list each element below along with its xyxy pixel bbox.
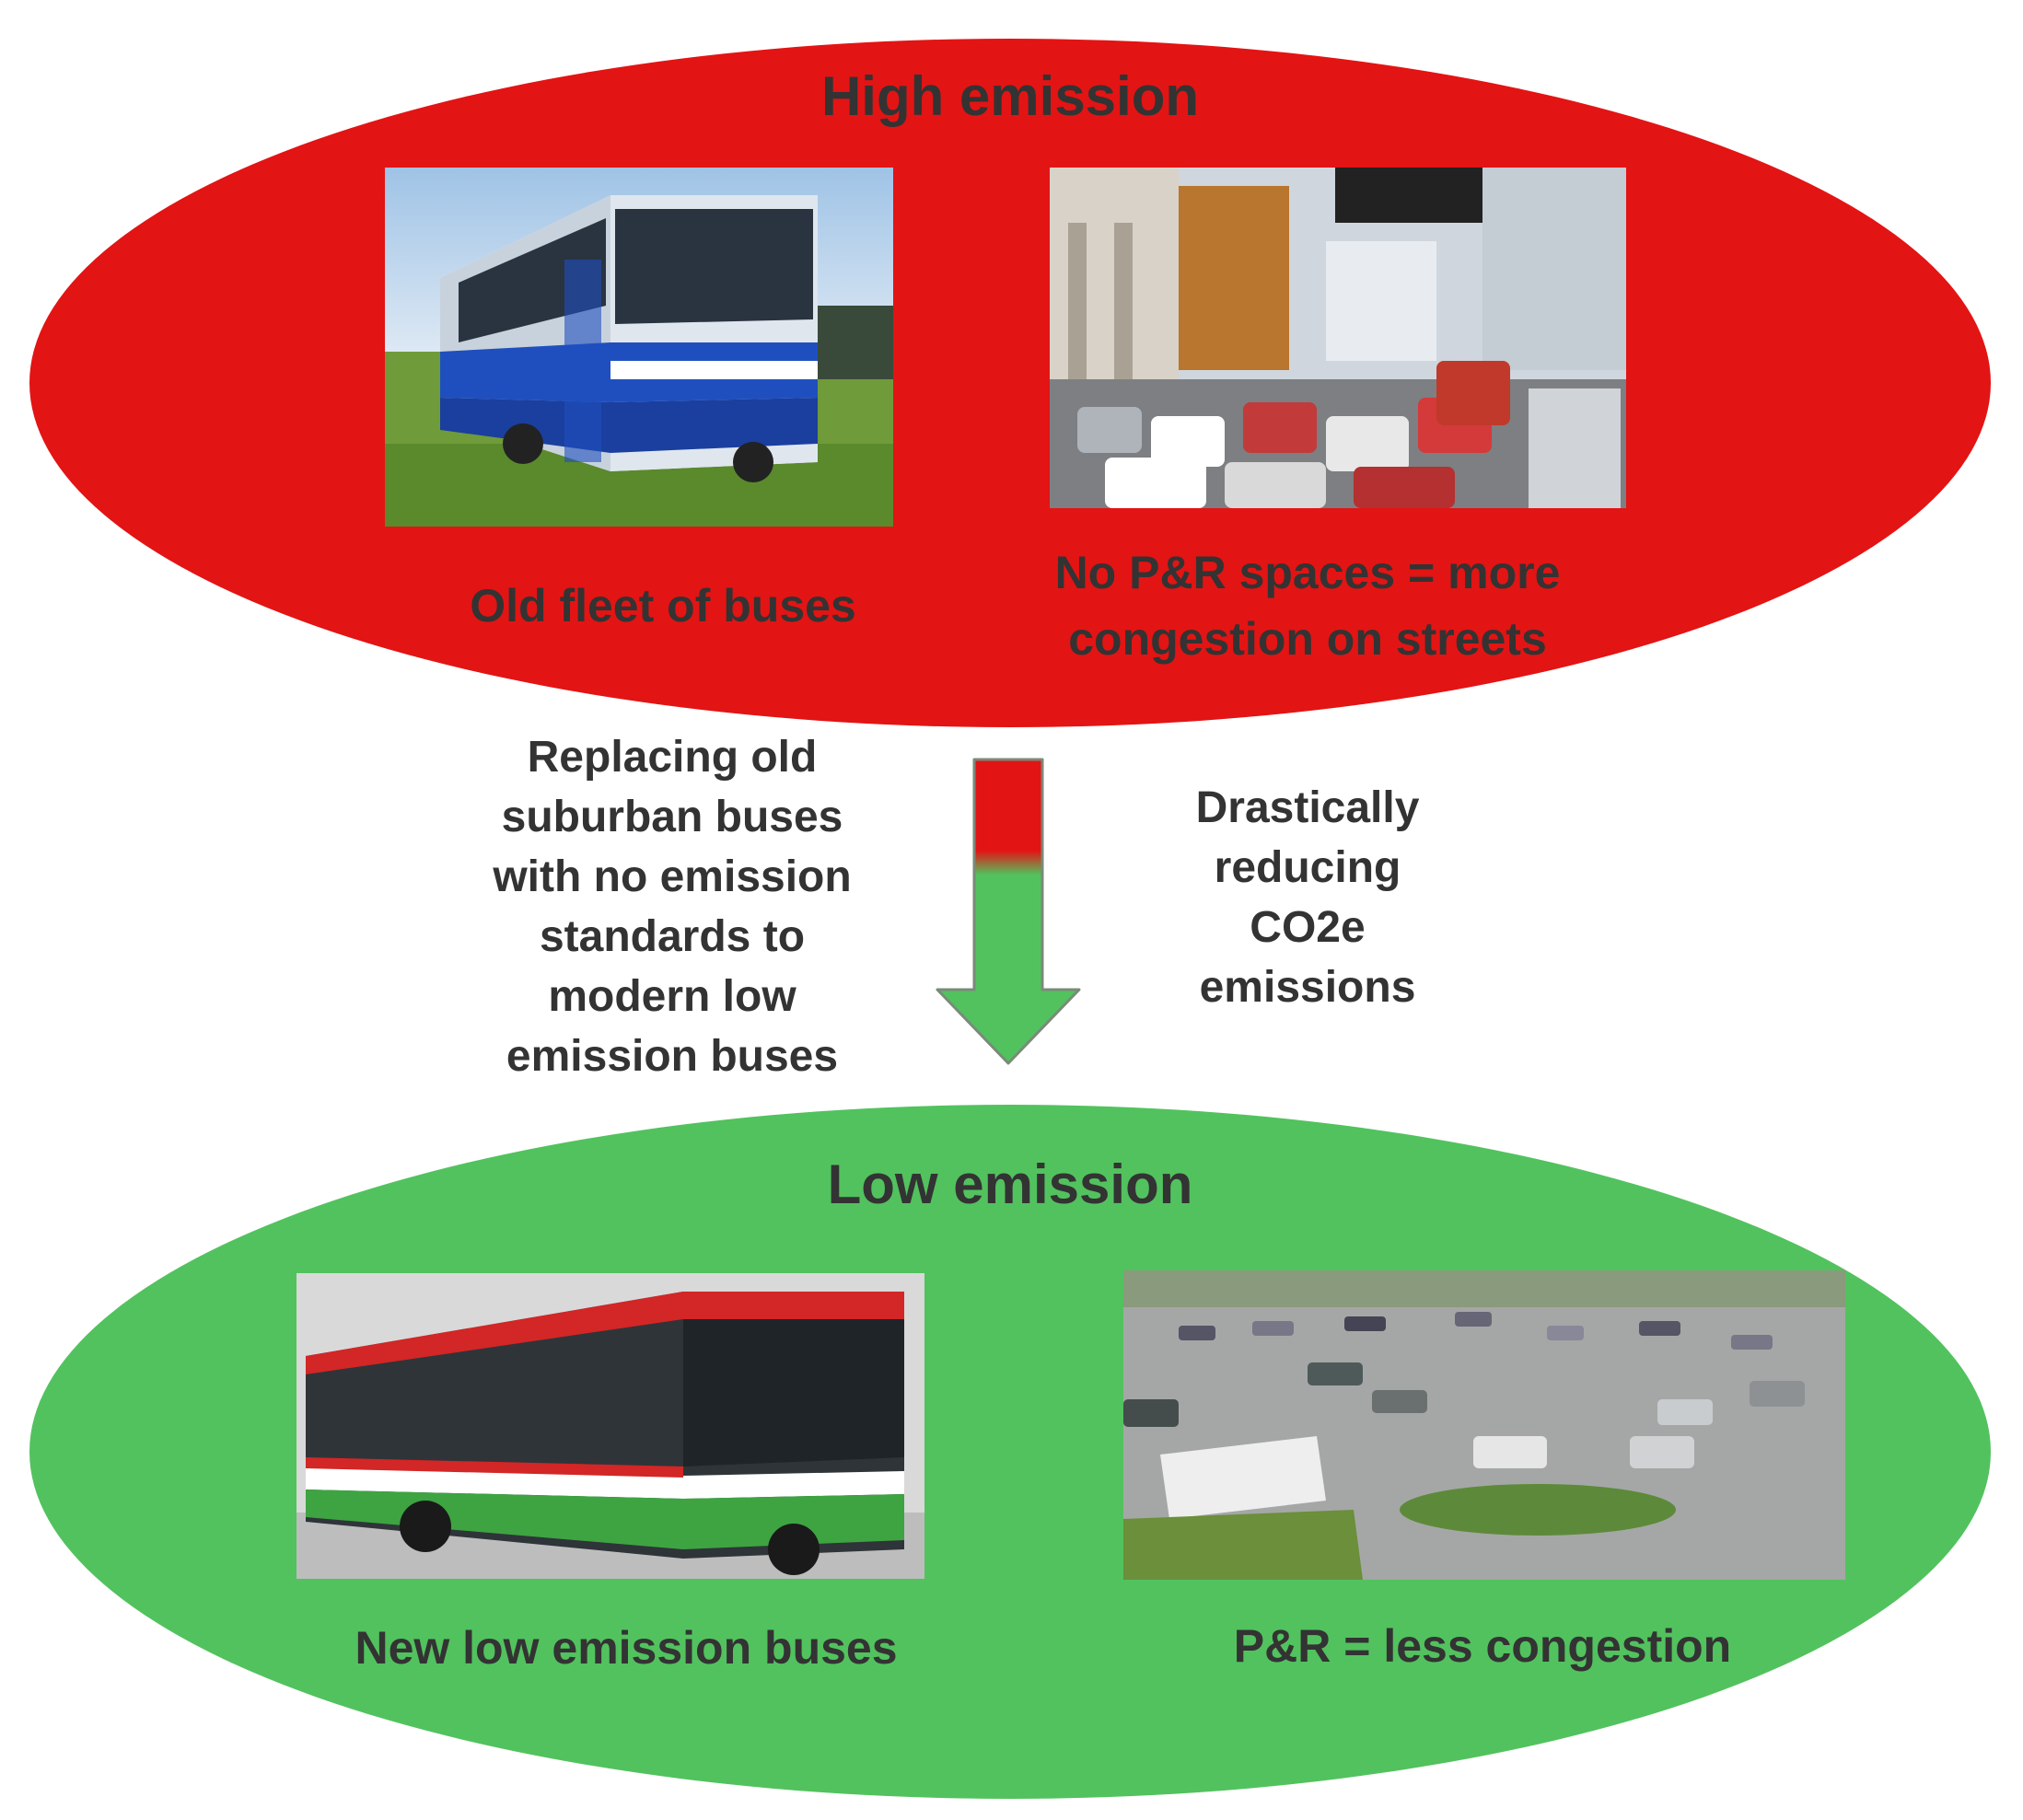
low-emission-title: Low emission — [827, 1153, 1193, 1215]
replacing-line-1: Replacing old — [527, 733, 818, 782]
no-pr-caption-line2: congestion on streets — [1068, 613, 1547, 665]
reducing-line-4: emissions — [1199, 963, 1416, 1012]
pr-caption: P&R = less congestion — [1233, 1620, 1732, 1672]
high-emission-ellipse: High emission — [29, 39, 1991, 727]
reducing-line-1: Drastically — [1195, 783, 1420, 832]
replacing-line-4: standards to — [539, 912, 806, 961]
replacing-line-5: modern low — [548, 972, 796, 1021]
old-fleet-caption: Old fleet of buses — [470, 580, 856, 632]
high-emission-title: High emission — [820, 65, 1200, 127]
reducing-line-2: reducing — [1214, 843, 1401, 892]
replacing-line-2: suburban buses — [501, 793, 843, 841]
replacing-buses-text: Replacing old suburban buses with no emi… — [419, 727, 925, 1086]
park-and-ride-photo — [1123, 1270, 1845, 1580]
new-buses-caption: New low emission buses — [355, 1622, 898, 1674]
down-arrow-icon — [936, 758, 1081, 1065]
replacing-line-6: emission buses — [506, 1032, 839, 1081]
reducing-line-3: CO2e — [1250, 903, 1366, 952]
no-pr-caption-line1: No P&R spaces = more — [1054, 547, 1561, 598]
traffic-jam-photo — [1050, 168, 1626, 508]
replacing-line-3: with no emission — [493, 852, 852, 901]
new-bus-photo — [296, 1273, 924, 1579]
reducing-emissions-text: Drastically reducing CO2e emissions — [1142, 778, 1473, 1017]
old-bus-photo — [385, 168, 893, 527]
